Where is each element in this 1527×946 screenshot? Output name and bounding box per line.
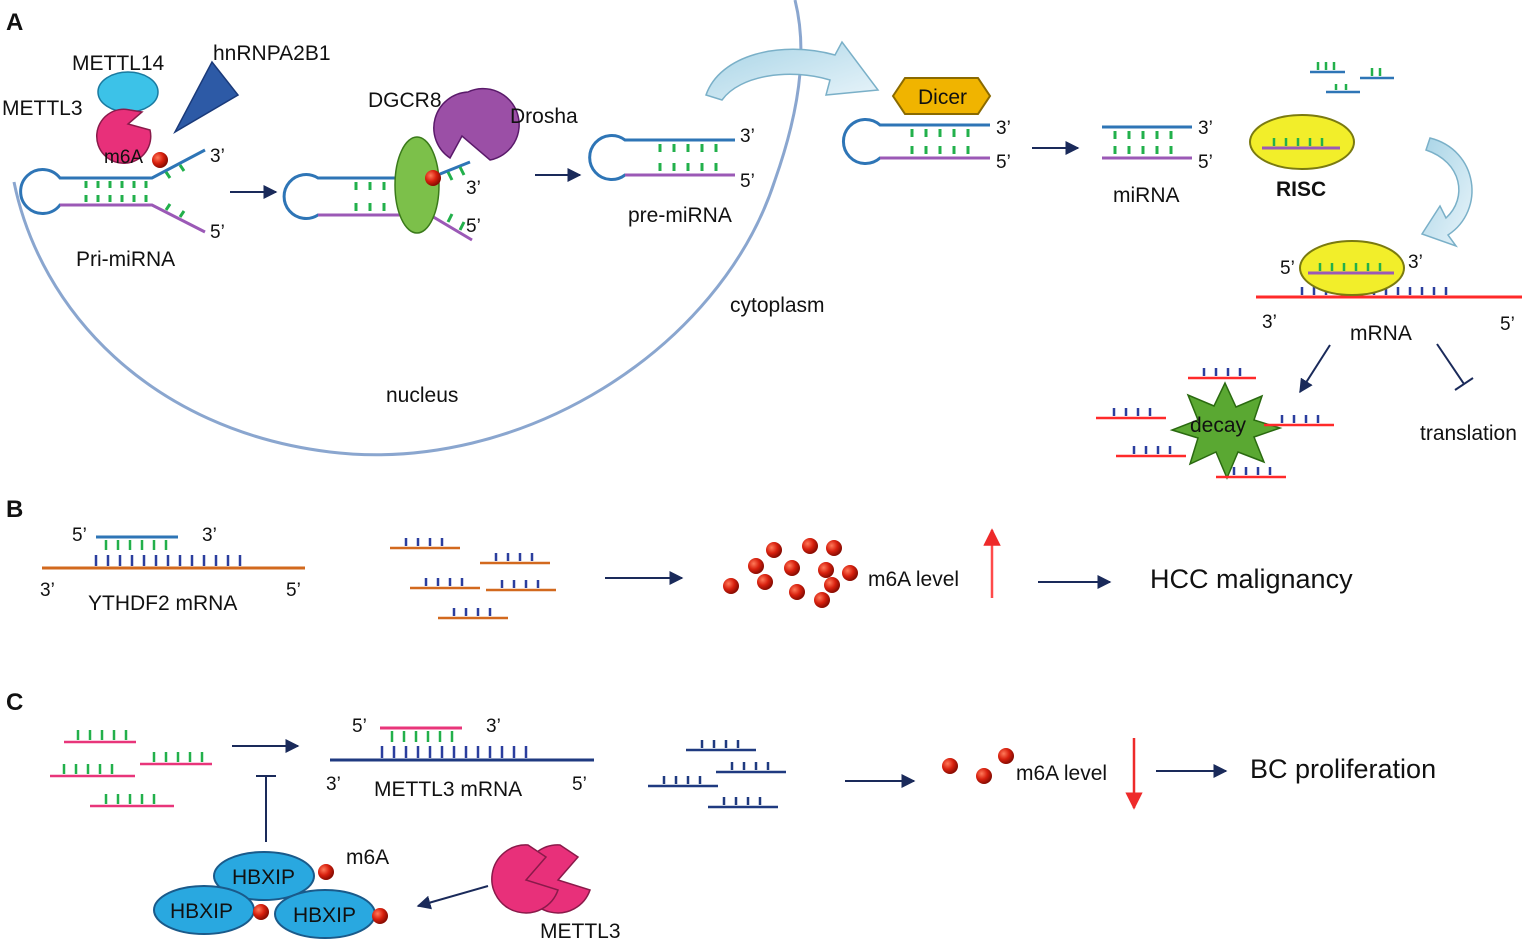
drosha-shape (433, 87, 520, 161)
mrna-3prime: 3’ (1262, 312, 1277, 333)
m6a-level-label-c: m6A level (1016, 762, 1107, 785)
mirna-3prime: 3’ (1198, 118, 1213, 139)
decay-mrna-fragments (1096, 368, 1334, 479)
m6a-label: m6A (104, 147, 143, 168)
mettl3-mrna-duplex (330, 726, 594, 762)
mettl3-degraded-fragments (648, 740, 786, 809)
cyto-5prime: 5’ (996, 152, 1011, 173)
mirna-label: miRNA (1113, 184, 1180, 207)
pre-mirna-label: pre-miRNA (628, 204, 732, 227)
m6a-dots-low (942, 748, 1014, 784)
pri-mirna-label: Pri-miRNA (76, 248, 175, 271)
risc-3prime: 3’ (1408, 252, 1423, 273)
export-curved-arrow (705, 40, 880, 101)
dicer-label: Dicer (918, 86, 967, 109)
mettl3-mirna-3prime: 3’ (486, 716, 501, 737)
arrow-mettl3-to-hbxip (416, 885, 489, 910)
nuclear-membrane (12, 0, 803, 457)
mrna-5prime: 5’ (1500, 314, 1515, 335)
cyto-3prime: 3’ (996, 118, 1011, 139)
cytoplasm-label: cytoplasm (730, 294, 825, 317)
mirna-5prime: 5’ (1198, 152, 1213, 173)
risc-mrna-complex (1256, 240, 1522, 299)
hcc-malignancy-label: HCC malignancy (1150, 564, 1353, 594)
mirna-duplex (1102, 125, 1192, 160)
panel-label-a: A (6, 9, 23, 36)
mettl3-mrna-3prime: 3’ (326, 774, 341, 795)
mp-3prime: 3’ (466, 178, 481, 199)
risc-to-target-arrow (1420, 137, 1473, 248)
mettl3-shape (96, 108, 152, 164)
mettl3-mrna-5prime: 5’ (572, 774, 587, 795)
hnrnpa2b1-shape (173, 60, 240, 134)
hbxip-inhibition (256, 775, 276, 842)
ythdf2-mirna-5prime: 5’ (72, 525, 87, 546)
risc-complex (1249, 114, 1355, 170)
pre-5prime: 5’ (740, 171, 755, 192)
hbxip-label-left: HBXIP (170, 900, 233, 923)
pri-3prime: 3’ (210, 146, 225, 167)
passenger-strand-fragments (1310, 62, 1394, 94)
ythdf2-mirna-3prime: 3’ (202, 525, 217, 546)
drosha-label: Drosha (510, 105, 578, 128)
c-mirna-cluster (50, 730, 212, 808)
dicer-box (891, 77, 992, 115)
m6a-dot (152, 152, 168, 168)
dgcr8-label: DGCR8 (368, 89, 442, 112)
ythdf2-mrna-3prime: 3’ (40, 580, 55, 601)
mettl3-label-c: METTL3 (540, 920, 621, 943)
ythdf2-mrna-label: YTHDF2 mRNA (88, 592, 237, 615)
hnrnpa2b1-label: hnRNPA2B1 (213, 42, 331, 65)
risc-5prime: 5’ (1280, 258, 1295, 279)
mettl3-mrna-label: METTL3 mRNA (374, 778, 522, 801)
pri-5prime: 5’ (210, 222, 225, 243)
hbxip-cluster (153, 851, 388, 939)
hbxip-top (213, 851, 315, 901)
panel-label-b: B (6, 496, 23, 523)
translation-label: translation (1420, 422, 1517, 445)
ythdf2-degraded-fragments (390, 538, 556, 620)
translation-inhibition (1436, 343, 1474, 391)
pri-mirna-hairpin (19, 148, 206, 234)
ythdf2-mrna-duplex (42, 535, 305, 570)
panel-label-c: C (6, 689, 23, 716)
m6a-dots-high (723, 538, 858, 608)
bc-proliferation-label: BC proliferation (1250, 754, 1436, 784)
decay-label: decay (1190, 414, 1247, 437)
cyto-pre-mirna (841, 118, 990, 165)
mettl3-enzyme-c (491, 844, 591, 914)
microprocessor-hairpin (282, 87, 520, 242)
mrna-label-a: mRNA (1350, 322, 1412, 345)
m6a-level-label-b: m6A level (868, 568, 959, 591)
mettl14-mettl3-complex (96, 71, 159, 164)
hbxip-label-right: HBXIP (293, 904, 356, 927)
mettl3-mirna-5prime: 5’ (352, 716, 367, 737)
risc-label: RISC (1276, 178, 1326, 201)
arrow-to-decay (1299, 344, 1331, 394)
hbxip-label-top: HBXIP (232, 866, 295, 889)
pre-3prime: 3’ (740, 126, 755, 147)
nucleus-label: nucleus (386, 384, 458, 407)
ythdf2-mrna-5prime: 5’ (286, 580, 301, 601)
pre-mirna-hairpin (588, 134, 735, 181)
mettl14-shape (97, 71, 159, 113)
mettl3-label: METTL3 (2, 97, 83, 120)
mp-5prime: 5’ (466, 216, 481, 237)
mettl14-label: METTL14 (72, 52, 165, 75)
hbxip-m6a-label: m6A (346, 846, 389, 869)
dgcr8-shape (394, 136, 440, 234)
